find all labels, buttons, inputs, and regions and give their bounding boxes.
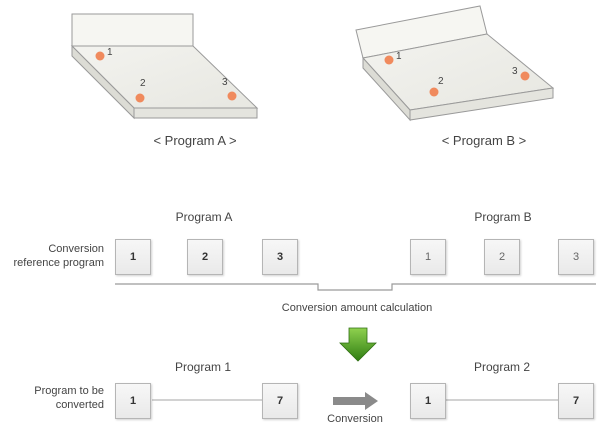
converted-row-label-line-2: converted (55, 399, 104, 411)
program-b-item-2: 2 (484, 239, 520, 275)
conversion-label: Conversion (327, 413, 383, 425)
reference-row-label-line-1: Conversion (48, 243, 104, 255)
program-2-last-step: 7 (558, 383, 594, 419)
converted-row-label: Program to be converted (8, 384, 104, 412)
program-1-first-step: 1 (115, 383, 151, 419)
calc-bracket (115, 283, 596, 291)
program-1-last-step: 7 (262, 383, 298, 419)
plate-a-point-2 (135, 93, 145, 103)
program-a-item-1: 1 (115, 239, 151, 275)
reference-row-label: Conversion reference program (8, 242, 105, 270)
plate-b-point-1 (384, 55, 394, 65)
program-1-title: Program 1 (174, 360, 232, 374)
program-b-title: Program B (474, 210, 532, 224)
program-b-item-1: 1 (410, 239, 446, 275)
plate-a (70, 13, 259, 120)
program-a-caption: < Program A > (153, 133, 237, 148)
program-b-item-3: 3 (558, 239, 594, 275)
program-a-title: Program A (175, 210, 233, 224)
converted-row-label-line-1: Program to be (34, 385, 104, 397)
plate-b-point-2 (429, 87, 439, 97)
program-a-item-2: 2 (187, 239, 223, 275)
program-b-caption: < Program B > (441, 133, 527, 148)
plate-b-point-3 (520, 71, 530, 81)
program-2-title: Program 2 (473, 360, 531, 374)
plate-a-point-3-label: 3 (222, 77, 228, 88)
plate-a-point-3 (227, 91, 237, 101)
plate-a-point-1-label: 1 (107, 47, 113, 58)
plate-a-point-2-label: 2 (140, 78, 146, 89)
plate-b-point-2-label: 2 (438, 76, 444, 87)
plate-b-point-3-label: 3 (512, 66, 518, 77)
conversion-amount-label: Conversion amount calculation (281, 302, 433, 314)
conversion-arrow-icon (333, 392, 378, 410)
plate-a-point-1 (95, 51, 105, 61)
reference-row-label-line-2: reference program (13, 257, 105, 269)
plate-b (355, 5, 555, 122)
down-arrow-icon (339, 327, 377, 362)
program-2-first-step: 1 (410, 383, 446, 419)
program-a-item-3: 3 (262, 239, 298, 275)
plate-b-point-1-label: 1 (396, 51, 402, 62)
